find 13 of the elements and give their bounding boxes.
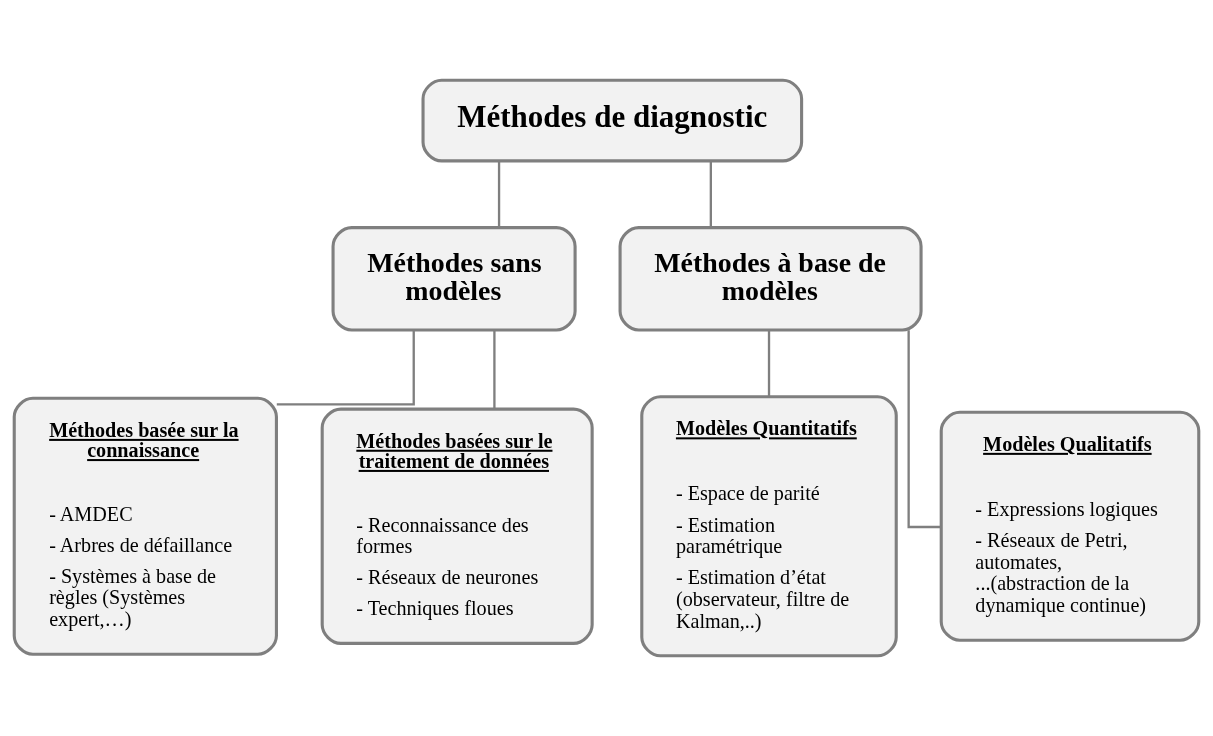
- node-box: Méthodes de diagnostic: [421, 78, 804, 163]
- connector: [709, 160, 712, 228]
- node-box: Méthodes basées sur le traitement de données - Reconnaissance des formes - Réseaux de neurones - Techniques floues: [320, 407, 594, 645]
- connector: [497, 160, 501, 228]
- connector: [493, 330, 496, 409]
- node-box: Modèles Qualitatifs - Expressions logiques - Réseaux de Petri, automates, ...(abstraction de la dynamique continue): [939, 410, 1201, 642]
- node-box: Méthodes basée sur la connaissance - AMDEC - Arbres de défaillance - Systèmes à base de règles (Systèmes expert,…): [12, 396, 278, 656]
- node-box: Méthodes sans modèles: [331, 226, 577, 332]
- node-box: Méthodes à base de modèles: [618, 226, 923, 332]
- connector: [767, 330, 771, 397]
- connector: [276, 330, 415, 406]
- connector: [907, 330, 941, 529]
- node-box: Modèles Quantitatifs - Espace de parité - Estimation paramétrique - Estimation d’état (observateur, filtre de Kalman,..): [640, 395, 898, 658]
